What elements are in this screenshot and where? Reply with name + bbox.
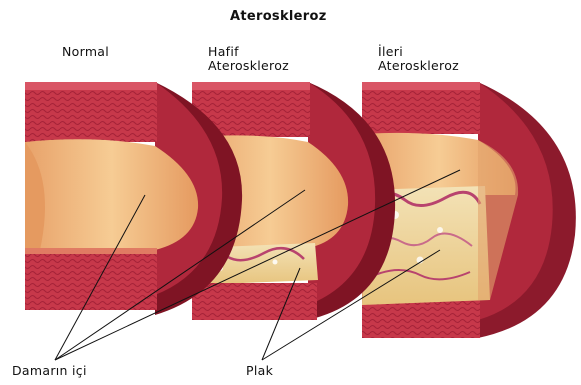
artery-illustration bbox=[0, 0, 581, 385]
